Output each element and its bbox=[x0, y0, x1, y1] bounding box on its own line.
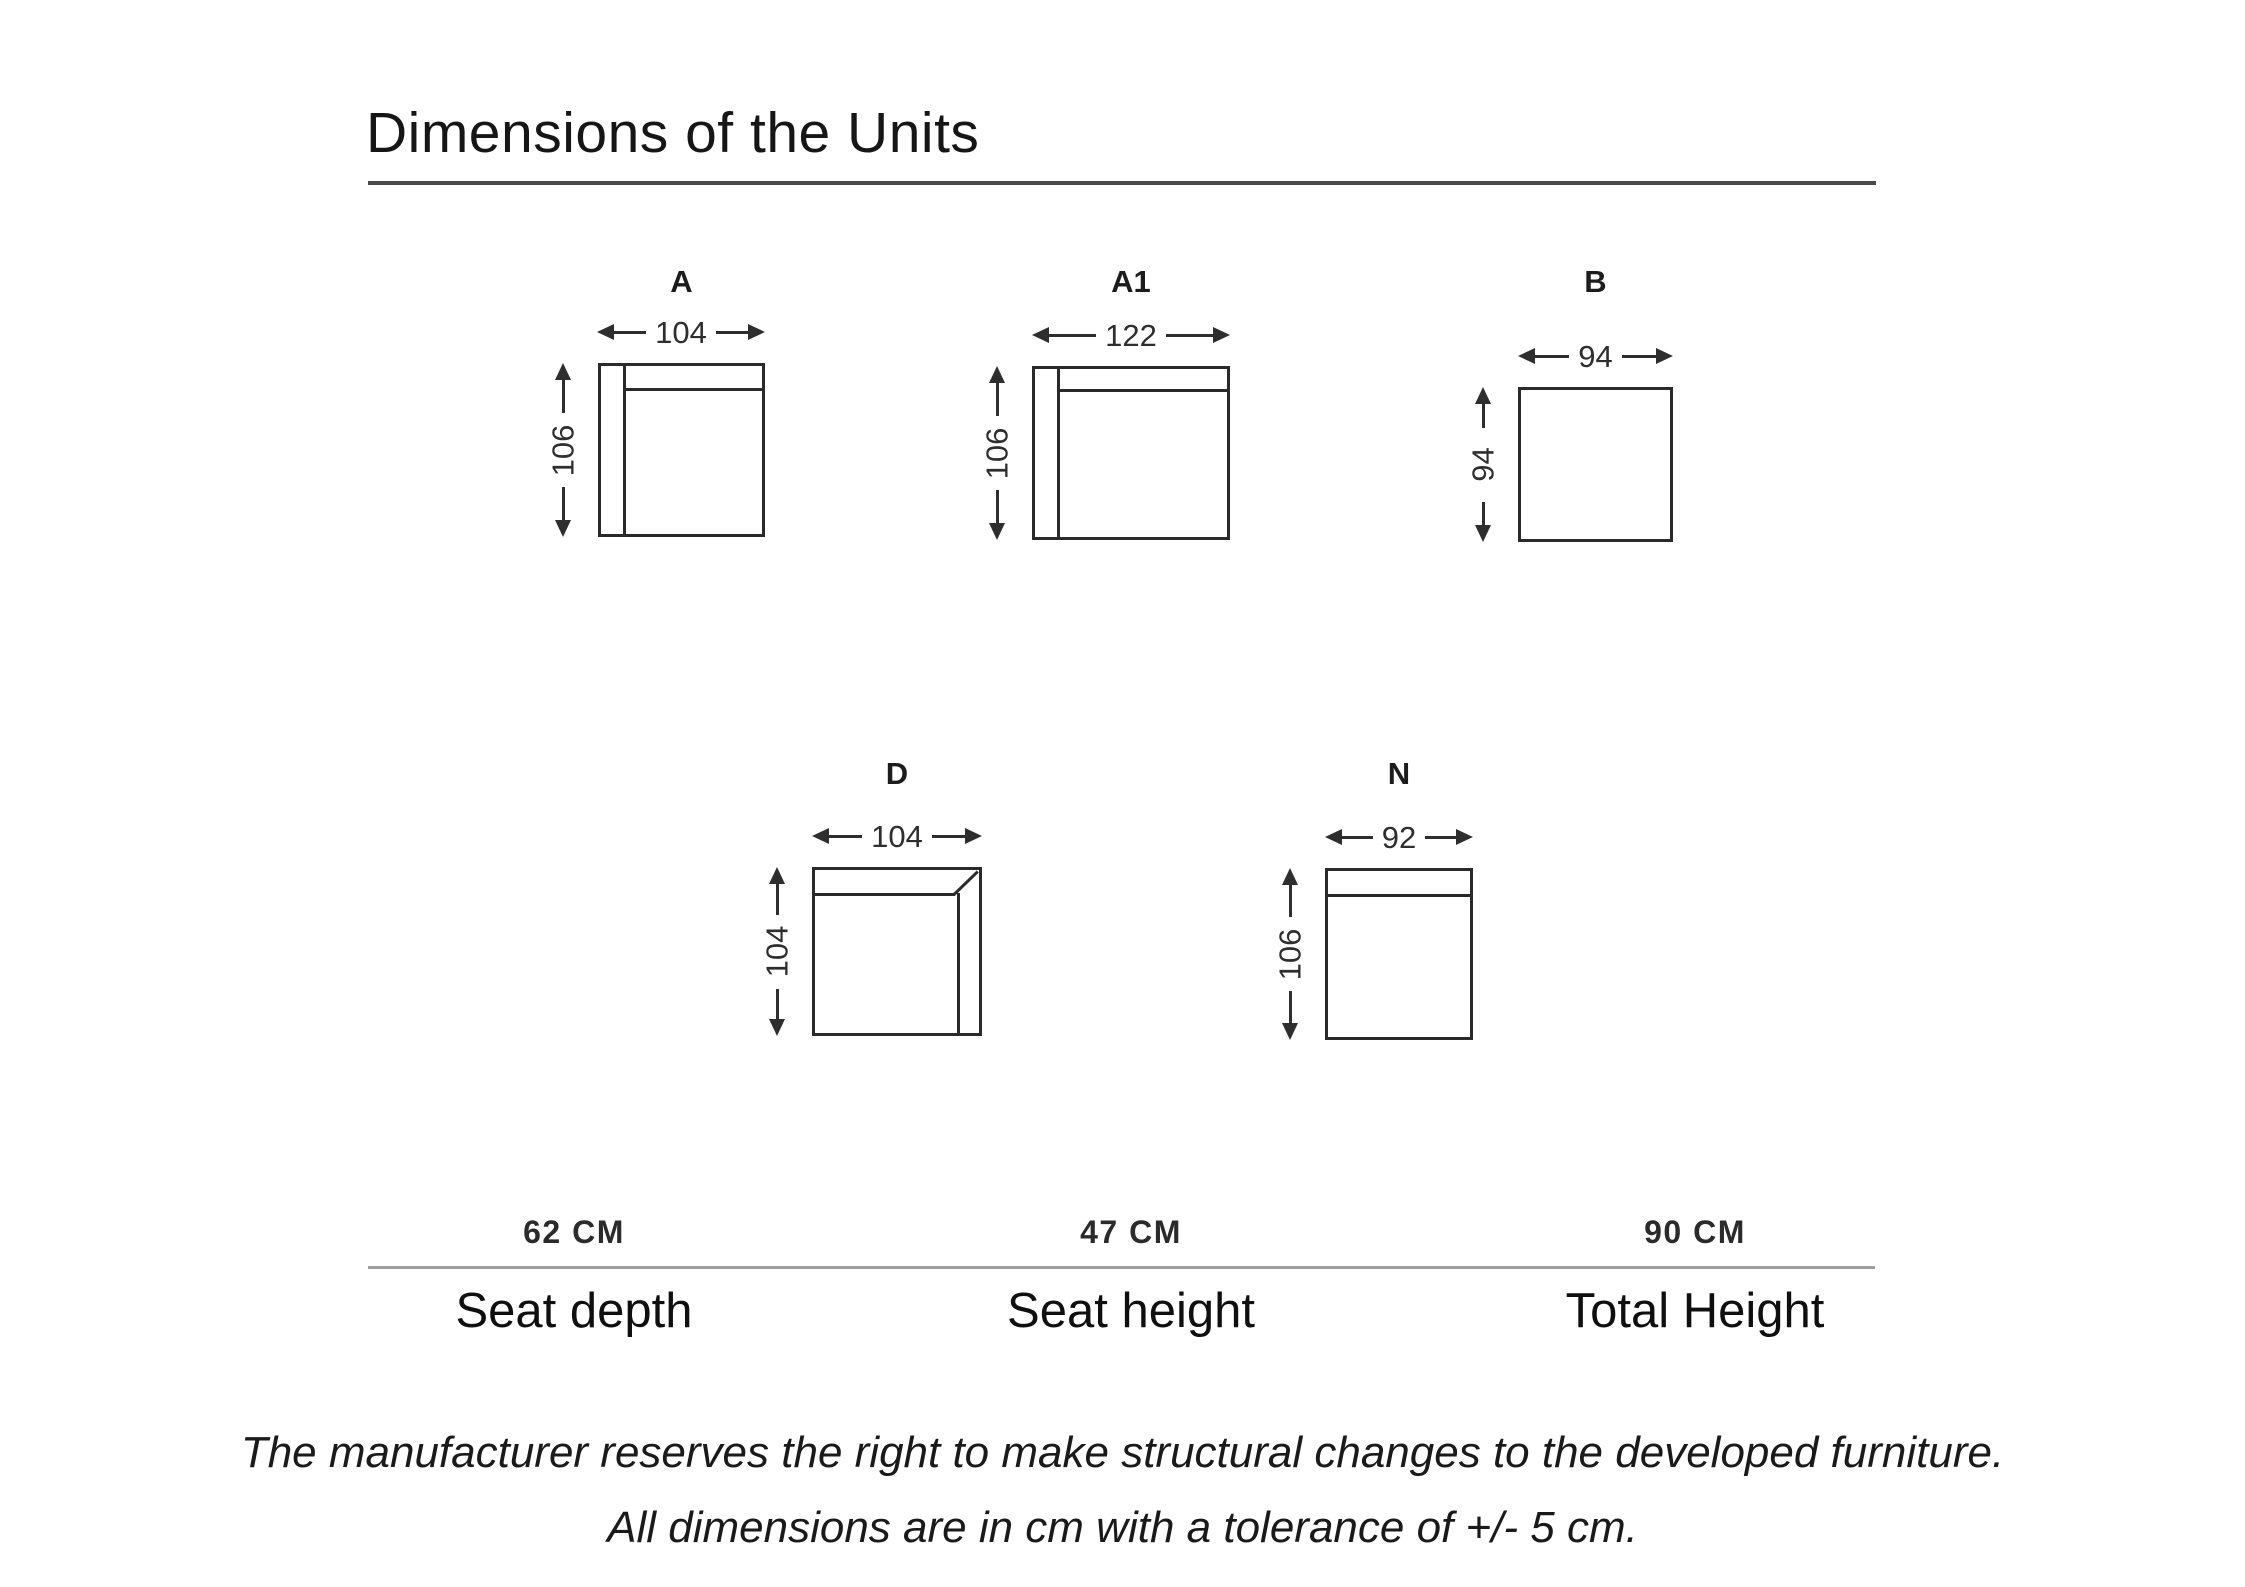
unit-d-label: D bbox=[885, 756, 909, 791]
unit-b-width-value: 94 bbox=[1578, 339, 1613, 374]
unit-b-height-dimension: 94 bbox=[1465, 387, 1501, 542]
arrow-down-icon bbox=[1474, 501, 1492, 543]
arrow-right-icon bbox=[931, 828, 983, 845]
total-height-label: Total Height bbox=[1565, 1284, 1825, 1338]
unit-d-height-dimension: 104 bbox=[759, 867, 795, 1036]
arrow-left-icon bbox=[597, 324, 647, 341]
arrow-right-icon bbox=[715, 324, 766, 341]
specs-divider-line bbox=[368, 1266, 1875, 1269]
unit-a1-armrest-line bbox=[1057, 369, 1060, 537]
seat-height-label: Seat height bbox=[1007, 1284, 1255, 1338]
arrow-down-icon bbox=[554, 487, 572, 537]
arrow-down-icon bbox=[768, 988, 786, 1037]
unit-a1-backrest-line bbox=[1057, 389, 1227, 392]
unit-a-backrest-line bbox=[623, 388, 762, 391]
arrow-up-icon bbox=[554, 363, 572, 413]
arrow-down-icon bbox=[1281, 991, 1299, 1040]
arrow-up-icon bbox=[988, 366, 1006, 416]
unit-b-height-value: 94 bbox=[1465, 447, 1501, 482]
unit-d-width-dimension: 104 bbox=[812, 819, 983, 854]
unit-a-armrest-line bbox=[623, 366, 626, 534]
unit-d-width-value: 104 bbox=[871, 819, 923, 854]
seat-depth-label: Seat depth bbox=[455, 1284, 693, 1338]
unit-n-backrest-line bbox=[1328, 894, 1470, 897]
unit-b-label: B bbox=[1584, 264, 1607, 299]
unit-d-backrest-line bbox=[815, 893, 955, 896]
arrow-left-icon bbox=[1032, 327, 1097, 344]
page-title: Dimensions of the Units bbox=[366, 101, 980, 165]
unit-a1-width-dimension: 122 bbox=[1032, 318, 1231, 353]
unit-a1-label: A1 bbox=[1111, 264, 1151, 299]
arrow-up-icon bbox=[1474, 387, 1492, 428]
arrow-left-icon bbox=[1518, 348, 1570, 365]
unit-a1-outline bbox=[1032, 366, 1230, 540]
arrow-right-icon bbox=[1425, 829, 1473, 846]
unit-n-outline bbox=[1325, 868, 1473, 1040]
unit-a1-width-value: 122 bbox=[1105, 318, 1157, 353]
unit-d-corner-diagonal-line bbox=[952, 870, 979, 896]
unit-n-width-dimension: 92 bbox=[1325, 822, 1473, 853]
unit-a1-height-value: 106 bbox=[979, 427, 1015, 479]
rotated-value-wrap: 106 bbox=[979, 416, 1015, 490]
seat-height-value: 47 CM bbox=[1080, 1214, 1182, 1250]
unit-n-height-dimension: 106 bbox=[1272, 868, 1308, 1040]
arrow-up-icon bbox=[1281, 868, 1299, 917]
arrow-right-icon bbox=[1621, 348, 1674, 365]
unit-n-width-value: 92 bbox=[1381, 820, 1417, 855]
unit-d-armrest-line bbox=[957, 893, 960, 1033]
unit-d-outline bbox=[812, 867, 982, 1036]
rotated-value-wrap: 106 bbox=[1272, 917, 1308, 991]
arrow-right-icon bbox=[1165, 327, 1231, 344]
unit-d-height-value: 104 bbox=[759, 925, 795, 978]
unit-a-outline bbox=[598, 363, 765, 537]
unit-a-label: A bbox=[670, 264, 693, 299]
unit-b-outline bbox=[1518, 387, 1673, 542]
title-underline bbox=[368, 181, 1876, 185]
unit-a-width-dimension: 104 bbox=[597, 315, 766, 350]
unit-n-label: N bbox=[1387, 756, 1411, 791]
arrow-left-icon bbox=[1325, 829, 1373, 846]
rotated-value-wrap: 106 bbox=[545, 413, 581, 487]
unit-a1-height-dimension: 106 bbox=[979, 366, 1015, 540]
disclaimer-line-2: All dimensions are in cm with a toleranc… bbox=[607, 1503, 1638, 1552]
rotated-value-wrap: 104 bbox=[759, 915, 795, 989]
unit-a-height-value: 106 bbox=[545, 424, 581, 476]
seat-depth-value: 62 CM bbox=[523, 1214, 625, 1250]
arrow-up-icon bbox=[768, 867, 786, 915]
unit-n-height-value: 106 bbox=[1272, 928, 1308, 980]
rotated-value-wrap: 94 bbox=[1465, 428, 1501, 502]
arrow-left-icon bbox=[812, 828, 863, 845]
arrow-down-icon bbox=[988, 490, 1006, 540]
unit-b-width-dimension: 94 bbox=[1518, 339, 1674, 374]
total-height-value: 90 CM bbox=[1644, 1214, 1746, 1250]
disclaimer-line-1: The manufacturer reserves the right to m… bbox=[240, 1428, 2005, 1477]
unit-a-width-value: 104 bbox=[655, 315, 707, 350]
unit-a-height-dimension: 106 bbox=[545, 363, 581, 537]
